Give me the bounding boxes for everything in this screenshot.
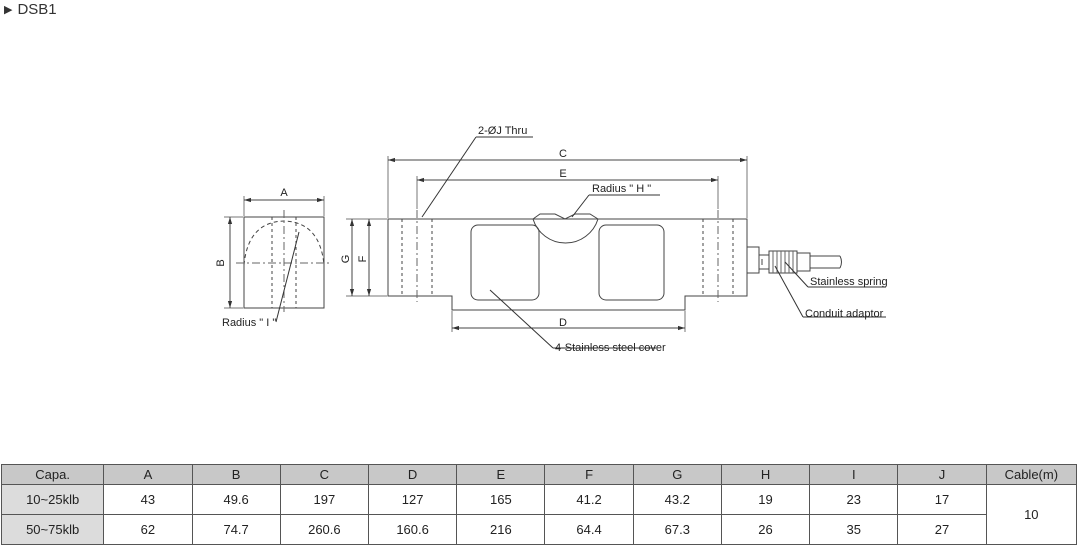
dim-g-label: G <box>340 255 352 264</box>
dim-b-label: B <box>215 259 227 266</box>
col-header: E <box>456 464 546 485</box>
dim-c-label: C <box>559 148 567 160</box>
page-title: ▶ DSB1 <box>4 1 57 18</box>
table-cell: 17 <box>897 484 987 515</box>
radius-h-label: Radius " H " <box>592 183 651 195</box>
col-header: G <box>632 464 722 485</box>
left-cover <box>470 224 540 301</box>
table-cell: 197 <box>279 484 369 515</box>
dim-f-label: F <box>357 255 369 262</box>
cable-cell: 10 <box>985 484 1078 545</box>
center-cutout <box>532 218 599 244</box>
end-view <box>224 196 332 323</box>
side-view <box>346 136 886 349</box>
col-header: H <box>720 464 811 485</box>
table-cell: 260.6 <box>279 514 369 545</box>
table-cell: 49.6 <box>191 484 281 515</box>
table-cell: 43.2 <box>632 484 722 515</box>
col-header: C <box>279 464 369 485</box>
capa-cell: 10~25klb <box>0 484 105 515</box>
table-header-row: Capa. A B C D E F G H I J Cable(m) <box>0 464 1078 485</box>
table-cell: 27 <box>897 514 987 545</box>
col-header: F <box>544 464 634 485</box>
table-row: 50~75klb 62 74.7 260.6 160.6 216 64.4 67… <box>0 514 1077 545</box>
spec-table: Capa. A B C D E F G H I J Cable(m) 10~25… <box>0 464 1078 545</box>
spring-label: Stainless spring <box>810 276 888 288</box>
table-cell: 43 <box>103 484 193 515</box>
thru-hole-label: 2-ØJ Thru <box>478 125 527 137</box>
table-row: 10~25klb 43 49.6 197 127 165 41.2 43.2 1… <box>0 484 1078 545</box>
table-cell: 74.7 <box>191 514 281 545</box>
col-header: J <box>897 464 987 485</box>
table-cell: 62 <box>103 514 193 545</box>
table-cell: 35 <box>809 514 899 545</box>
col-header: B <box>191 464 281 485</box>
table-cell: 64.4 <box>544 514 634 545</box>
table-cell: 165 <box>456 484 546 515</box>
dim-a-label: A <box>280 187 288 199</box>
dim-e-label: E <box>559 168 566 180</box>
table-cell: 41.2 <box>544 484 634 515</box>
table-cell: 26 <box>720 514 811 545</box>
conduit-label: Conduit adaptor <box>805 308 884 320</box>
col-header: A <box>103 464 193 485</box>
body-outline <box>387 218 748 311</box>
col-header: Capa. <box>0 464 105 485</box>
table-cell: 23 <box>809 484 899 515</box>
cover-label: 4-Stainless steel cover <box>555 342 666 354</box>
col-header: Cable(m) <box>985 464 1078 485</box>
radius-i-label: Radius " I " <box>222 317 276 329</box>
right-cover <box>598 224 665 301</box>
dim-d-label: D <box>559 317 567 329</box>
table-cell: 67.3 <box>632 514 722 545</box>
table-cell: 19 <box>720 484 811 515</box>
model-name: DSB1 <box>17 1 57 18</box>
capa-cell: 50~75klb <box>0 514 105 545</box>
load-cell-drawing: A B Radius " I " <box>215 125 888 354</box>
table-cell: 216 <box>456 514 546 545</box>
col-header: D <box>367 464 458 485</box>
table-cell: 160.6 <box>367 514 458 545</box>
table-cell: 127 <box>367 484 458 515</box>
triangle-bullet-icon: ▶ <box>4 4 13 16</box>
col-header: I <box>809 464 899 485</box>
